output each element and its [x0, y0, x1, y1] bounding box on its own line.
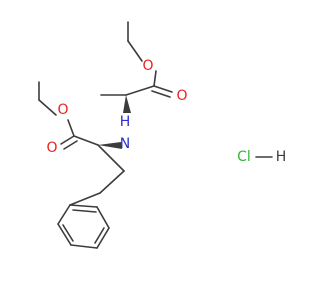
atom-labels: O O O O N H Cl H: [46, 58, 286, 165]
chlorine-hcl: Cl: [237, 149, 251, 165]
bond-phenyl-3-4: [70, 244, 98, 249]
bond-phenyl-1-2: [57, 204, 71, 225]
nitrogen-nh: N: [120, 136, 130, 152]
bond-phenyl-inner-2: [94, 227, 105, 244]
bond-carbonyl-c-alpha-right: [125, 85, 155, 96]
bond-phenyl-4-5: [96, 227, 110, 249]
bond-phenyl-inner-1: [62, 224, 74, 242]
bond-ethyl-left-ch2-o: [38, 99, 57, 116]
bond-phenyl-2-3: [57, 223, 72, 246]
bond-carbonyl-c-o-double-right-a: [153, 85, 173, 93]
wedge-bond-alpha-left-nh: [98, 142, 122, 149]
bond-phenyl-inner-3: [72, 209, 97, 213]
bond-carbonyl-c-alpha-left: [73, 135, 99, 146]
molecule-structure-diagram: O O O O N H Cl H: [38, 21, 286, 249]
bond-o-carbonyl-c-left: [67, 119, 75, 137]
bond-ch2-ch2: [99, 170, 125, 194]
bond-ethyl-right-ch2-o: [127, 40, 143, 62]
oxygen-ester-left: O: [57, 102, 68, 118]
bond-o-carbonyl-c-right: [153, 70, 157, 87]
bond-lines: [38, 21, 273, 249]
hydrogen-hcl: H: [276, 149, 287, 165]
bond-carbonyl-c-o-double-left-a: [60, 135, 75, 145]
bond-phenyl-5-6: [96, 206, 110, 229]
bond-carbonyl-c-o-double-right-b: [151, 90, 171, 98]
oxygen-ester-right: O: [142, 58, 153, 74]
hydrogen-nh: H: [120, 114, 131, 130]
bond-carbonyl-c-o-double-left-b: [63, 140, 78, 150]
oxygen-carbonyl-left: O: [46, 140, 57, 156]
bond-alpha-ch2: [97, 144, 125, 172]
oxygen-carbonyl-right: O: [176, 88, 187, 104]
bond-ch2-phenyl: [69, 192, 101, 206]
wedge-bond-alpha-right-nh: [123, 95, 131, 113]
bond-phenyl-6-1: [69, 204, 98, 208]
